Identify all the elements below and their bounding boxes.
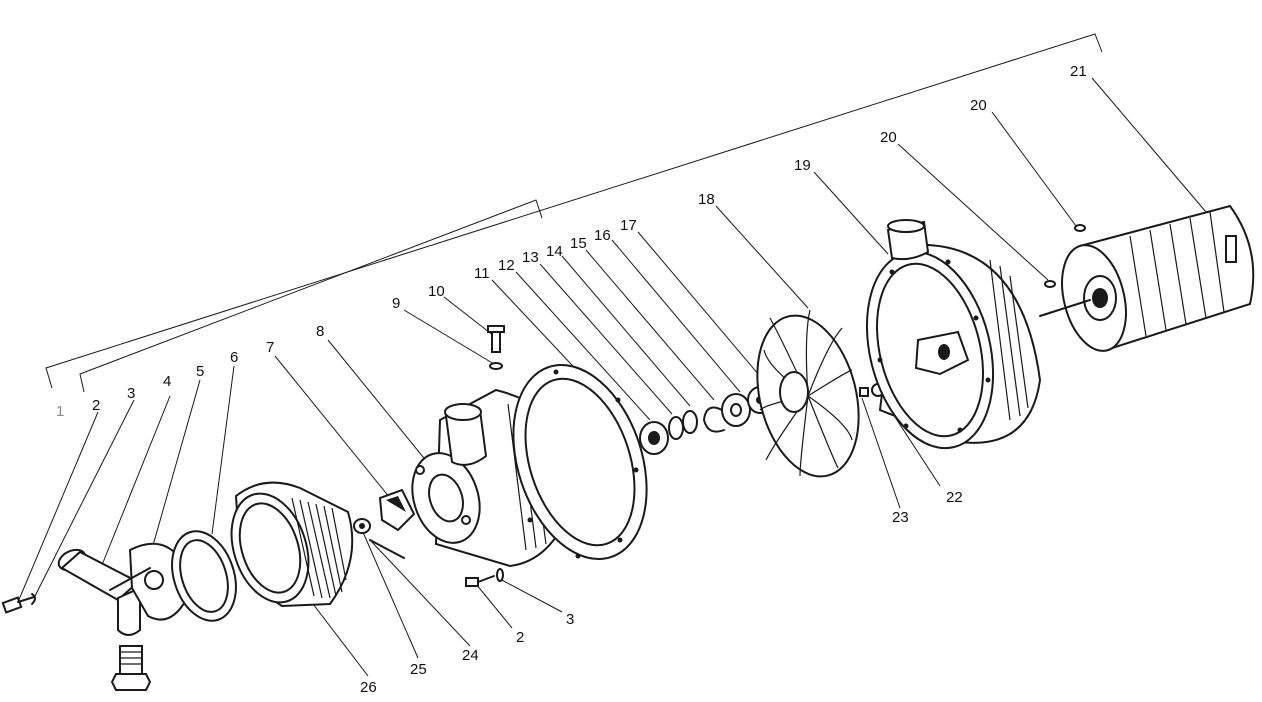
- callout-2-left: 2: [92, 397, 100, 414]
- inducer: [378, 488, 416, 532]
- callout-7: 7: [266, 339, 274, 356]
- callout-3-left: 3: [127, 385, 135, 402]
- callout-22: 22: [946, 489, 963, 506]
- drain-plug: [110, 645, 152, 691]
- callout-4: 4: [163, 373, 171, 390]
- snap-ring: [703, 406, 725, 433]
- callout-24: 24: [462, 647, 479, 664]
- shaft-key-20a: [1044, 280, 1056, 288]
- callout-25: 25: [410, 661, 427, 678]
- callout-18: 18: [698, 191, 715, 208]
- callout-1: 1: [56, 403, 64, 420]
- callout-10: 10: [428, 283, 445, 300]
- shaft-key: [859, 387, 869, 397]
- cotter-pin: [369, 539, 405, 559]
- shaft-key-20b: [1074, 224, 1086, 232]
- callout-23: 23: [892, 509, 909, 526]
- callout-21: 21: [1070, 63, 1087, 80]
- bearing: [639, 421, 669, 455]
- washer-large: [721, 393, 751, 427]
- callout-8: 8: [316, 323, 324, 340]
- callout-19: 19: [794, 157, 811, 174]
- callout-9: 9: [392, 295, 400, 312]
- callout-16: 16: [594, 227, 611, 244]
- assembly-bracket-inner: [79, 199, 543, 393]
- callout-12: 12: [498, 257, 515, 274]
- callout-11: 11: [474, 265, 490, 282]
- gasket: [171, 530, 237, 622]
- elbow-pipe: [57, 542, 188, 636]
- callout-14: 14: [546, 243, 563, 260]
- seal-ring-1: [668, 416, 684, 440]
- seal-ring-2: [682, 410, 698, 434]
- motor-end-housing: [865, 219, 1042, 450]
- electric-motor: [1039, 204, 1255, 352]
- callout-5: 5: [196, 363, 204, 380]
- bolt-washer-left: [1, 593, 36, 614]
- bolt-washer-bottom: [465, 568, 504, 587]
- callout-6: 6: [230, 349, 238, 366]
- callout-2-bottom: 2: [516, 629, 524, 646]
- callout-15: 15: [570, 235, 587, 252]
- callout-labels: 1 2 3 4 5 6 7 8 9 10 11 12 13 14 15 16 1…: [56, 63, 1087, 696]
- callout-20-right: 20: [970, 97, 987, 114]
- callout-26: 26: [360, 679, 377, 696]
- top-bolt: [487, 325, 505, 353]
- impeller-nut: [353, 518, 371, 534]
- callout-3-bottom: 3: [566, 611, 574, 628]
- flange-plate: [512, 363, 648, 561]
- top-washer: [489, 362, 503, 370]
- assembly-bracket-outer: [45, 33, 1103, 389]
- callout-13: 13: [522, 249, 539, 266]
- callout-17: 17: [620, 217, 637, 234]
- callout-20-left: 20: [880, 129, 897, 146]
- strainer-basket: [230, 481, 354, 608]
- impeller: [756, 309, 860, 478]
